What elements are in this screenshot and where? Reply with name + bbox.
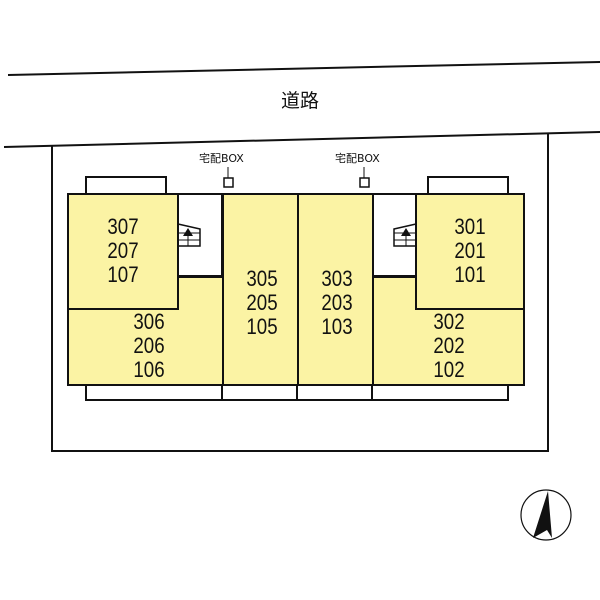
- road-edge-bottom: [3, 131, 600, 148]
- road-edge-top: [7, 61, 600, 76]
- road-label: 道路: [280, 90, 319, 112]
- delivery-box-label-1: 宅配BOX: [199, 152, 244, 165]
- balcony-bottom-4: [371, 383, 509, 401]
- delivery-box-marker-1: [223, 177, 234, 188]
- stairs-icon: [393, 223, 417, 247]
- delivery-box-label-2: 宅配BOX: [335, 152, 380, 165]
- north-arrow-icon: [520, 489, 572, 541]
- lot-boundary: [51, 134, 549, 452]
- left-balcony-top: [85, 176, 167, 195]
- right-balcony-top: [427, 176, 509, 195]
- balcony-bottom-2: [221, 383, 298, 401]
- balcony-bottom-1: [85, 383, 223, 401]
- delivery-box-marker-2: [359, 177, 370, 188]
- balcony-bottom-3: [296, 383, 373, 401]
